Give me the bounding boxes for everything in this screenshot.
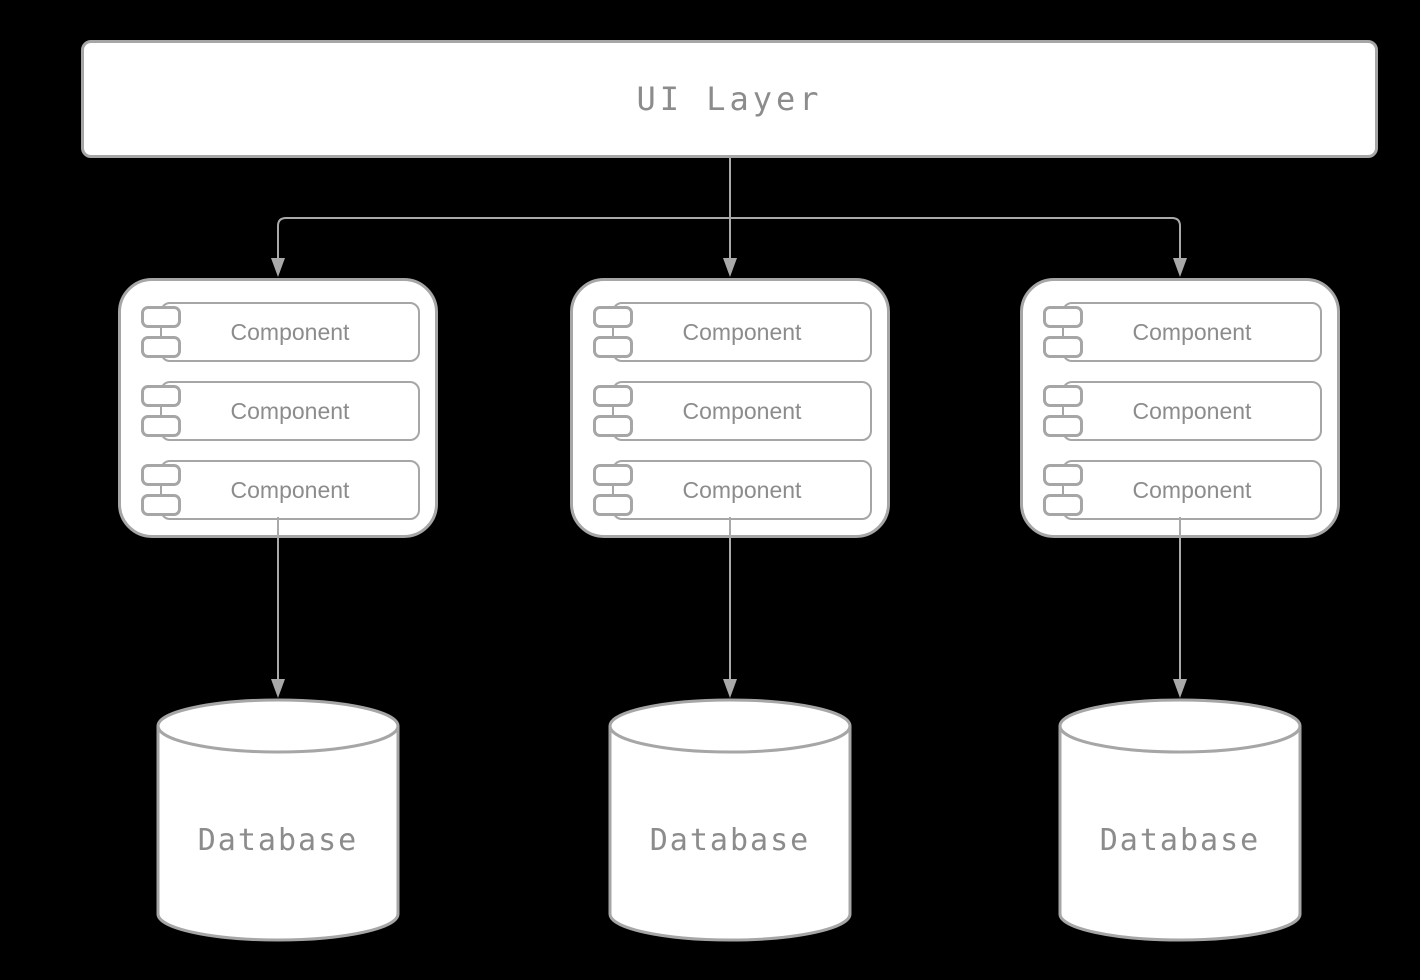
component-port-tab	[1043, 336, 1083, 358]
arrowhead-icon	[1173, 679, 1187, 698]
component-port-tab	[1043, 464, 1083, 486]
component-port-tab	[141, 464, 181, 486]
ui-layer-node: UI Layer	[81, 40, 1378, 158]
connector-branch-left	[277, 217, 730, 259]
component-node: Component	[1043, 381, 1322, 441]
component-port-tab	[141, 306, 181, 328]
component-port-tab	[593, 385, 633, 407]
component-port-tab	[1043, 415, 1083, 437]
component-port-tab	[1043, 385, 1083, 407]
database-node-right: Database	[1058, 698, 1302, 942]
ui-layer-label: UI Layer	[636, 80, 823, 118]
component-ports-icon	[141, 464, 181, 516]
database-label: Database	[1099, 823, 1261, 858]
arrowhead-icon	[723, 679, 737, 698]
component-group-middle: Component Component Component	[570, 278, 890, 538]
database-node-middle: Database	[608, 698, 852, 942]
component-port-tab	[593, 306, 633, 328]
component-node: Component	[141, 460, 420, 520]
component-group-left: Component Component Component	[118, 278, 438, 538]
arrowhead-icon	[271, 679, 285, 698]
component-node: Component	[593, 460, 872, 520]
component-port-tab	[141, 336, 181, 358]
component-port-tab	[1043, 306, 1083, 328]
component-ports-icon	[1043, 306, 1083, 358]
component-label: Component	[230, 476, 350, 503]
component-port-tab	[141, 494, 181, 516]
component-node: Component	[593, 381, 872, 441]
component-ports-icon	[593, 306, 633, 358]
database-label: Database	[649, 823, 811, 858]
component-ports-icon	[1043, 464, 1083, 516]
component-port-tab	[141, 385, 181, 407]
component-port-tab	[141, 415, 181, 437]
database-cylinder-icon	[156, 698, 400, 942]
arrowhead-icon	[723, 258, 737, 277]
component-ports-icon	[1043, 385, 1083, 437]
component-label: Component	[682, 318, 802, 345]
database-cylinder-icon	[608, 698, 852, 942]
arrowhead-icon	[271, 258, 285, 277]
component-node: Component	[1043, 460, 1322, 520]
component-ports-icon	[141, 306, 181, 358]
component-group-right: Component Component Component	[1020, 278, 1340, 538]
component-label: Component	[682, 476, 802, 503]
component-port-tab	[593, 464, 633, 486]
component-label: Component	[682, 397, 802, 424]
arrowhead-icon	[1173, 258, 1187, 277]
component-ports-icon	[141, 385, 181, 437]
component-node: Component	[141, 302, 420, 362]
database-label: Database	[197, 823, 359, 858]
component-label: Component	[230, 397, 350, 424]
component-port-tab	[593, 336, 633, 358]
component-ports-icon	[593, 464, 633, 516]
component-label: Component	[1132, 318, 1252, 345]
component-label: Component	[1132, 476, 1252, 503]
component-node: Component	[1043, 302, 1322, 362]
component-node: Component	[593, 302, 872, 362]
component-ports-icon	[593, 385, 633, 437]
component-label: Component	[230, 318, 350, 345]
component-port-tab	[593, 494, 633, 516]
database-cylinder-icon	[1058, 698, 1302, 942]
component-label: Component	[1132, 397, 1252, 424]
component-port-tab	[593, 415, 633, 437]
database-node-left: Database	[156, 698, 400, 942]
component-port-tab	[1043, 494, 1083, 516]
component-node: Component	[141, 381, 420, 441]
connector-branch-right	[730, 217, 1181, 259]
